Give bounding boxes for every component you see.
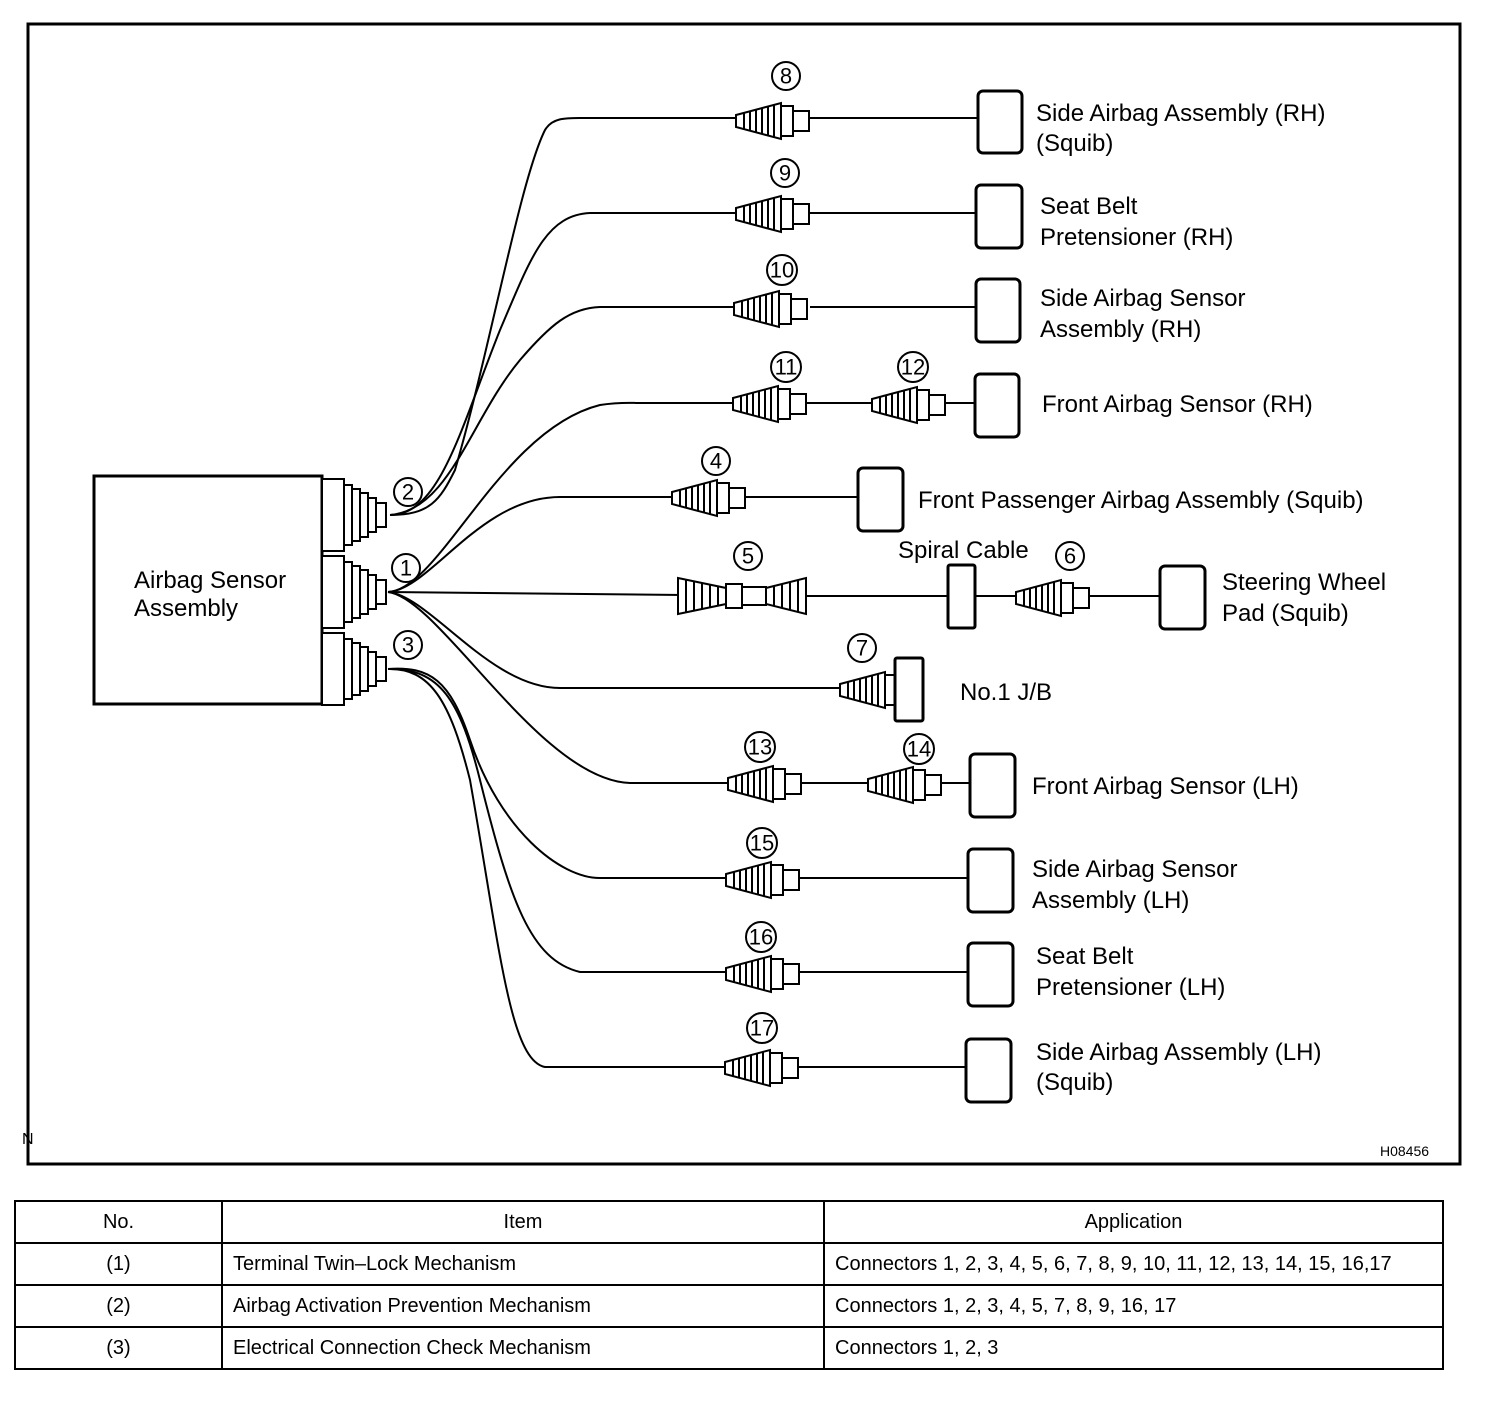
corner-mark: N (22, 1131, 34, 1148)
table-header-row: No. Item Application (14, 1200, 1444, 1244)
connector-label-6: 6 (1055, 541, 1085, 571)
junction-block-box (893, 656, 925, 723)
seat-belt-rh-label-1: Seat Belt (1040, 193, 1138, 220)
connector-label-17: 17 (746, 1012, 778, 1044)
side-sensor-rh-box (974, 277, 1022, 344)
svg-text:6: 6 (1064, 544, 1076, 569)
steering-wheel-label-2: Pad (Squib) (1222, 600, 1349, 627)
svg-text:14: 14 (907, 737, 931, 762)
seat-belt-lh-label-1: Seat Belt (1036, 943, 1134, 970)
row-no: (3) (14, 1326, 223, 1370)
header-application: Application (823, 1200, 1444, 1244)
connector-label-3: 3 (393, 630, 423, 660)
figure-id: H08456 (1380, 1143, 1429, 1159)
spiral-cable-label: Spiral Cable (898, 537, 1029, 564)
side-sensor-lh-label-2: Assembly (LH) (1032, 887, 1189, 914)
mechanism-table: No. Item Application (1) Terminal Twin–L… (14, 1200, 1444, 1370)
side-airbag-rh-box (976, 89, 1024, 155)
connector-label-1: 1 (391, 553, 421, 583)
steering-wheel-label-1: Steering Wheel (1222, 569, 1386, 596)
spiral-cable-box (946, 563, 977, 630)
airbag-sensor-assembly-box (92, 474, 324, 706)
wires (387, 117, 1160, 1068)
row-no: (2) (14, 1284, 223, 1328)
side-airbag-lh-box (964, 1037, 1013, 1104)
side-sensor-lh-label-1: Side Airbag Sensor (1032, 856, 1237, 883)
connector-label-2: 2 (393, 477, 423, 507)
connector-label-4: 4 (701, 446, 731, 476)
svg-text:10: 10 (770, 258, 794, 283)
connector-label-10: 10 (766, 254, 798, 286)
row-item: Terminal Twin–Lock Mechanism (221, 1242, 825, 1286)
svg-text:17: 17 (750, 1016, 774, 1041)
side-sensor-rh-label-1: Side Airbag Sensor (1040, 285, 1245, 312)
front-sensor-lh-box (968, 752, 1017, 819)
svg-text:11: 11 (775, 355, 798, 380)
passenger-airbag-label: Front Passenger Airbag Assembly (Squib) (918, 487, 1364, 514)
connector-label-5: 5 (733, 541, 763, 571)
side-airbag-rh-label-2: (Squib) (1036, 130, 1113, 157)
junction-block-label: No.1 J/B (960, 679, 1052, 706)
connector-5-symbol (677, 576, 807, 616)
component-labels: Side Airbag Assembly (RH) (Squib) Seat B… (898, 100, 1386, 1096)
side-airbag-rh-label-1: Side Airbag Assembly (RH) (1036, 100, 1325, 127)
passenger-airbag-box (856, 466, 905, 533)
front-sensor-rh-label: Front Airbag Sensor (RH) (1042, 391, 1313, 418)
side-sensor-lh-box (966, 847, 1015, 914)
connector-label-15: 15 (746, 827, 778, 859)
connector-label-12: 12 (897, 351, 929, 383)
row-no: (1) (14, 1242, 223, 1286)
row-item: Airbag Activation Prevention Mechanism (221, 1284, 825, 1328)
seat-belt-lh-label-2: Pretensioner (LH) (1036, 974, 1225, 1001)
main-unit-label-line1: Airbag Sensor (134, 567, 286, 594)
seat-belt-rh-label-2: Pretensioner (RH) (1040, 224, 1233, 251)
svg-text:12: 12 (901, 355, 925, 380)
svg-text:13: 13 (748, 735, 772, 760)
svg-text:4: 4 (710, 449, 722, 474)
header-item: Item (221, 1200, 825, 1244)
connector-number-labels: 2 1 3 8 9 10 11 12 4 5 6 7 13 14 15 16 1… (391, 61, 1085, 1044)
row-application: Connectors 1, 2, 3, 4, 5, 7, 8, 9, 16, 1… (823, 1284, 1444, 1328)
connector-label-7: 7 (847, 633, 877, 663)
table-row: (2) Airbag Activation Prevention Mechani… (14, 1284, 1444, 1328)
wiring-diagram: Airbag Sensor Assembly (22, 22, 1462, 1166)
svg-text:8: 8 (780, 64, 792, 89)
connector-label-8: 8 (771, 61, 801, 91)
connector-label-14: 14 (903, 733, 935, 765)
connector-label-16: 16 (745, 921, 777, 953)
main-unit-label-line2: Assembly (134, 595, 238, 622)
svg-text:2: 2 (402, 480, 414, 505)
seat-belt-rh-box (974, 183, 1024, 250)
front-sensor-rh-box (973, 372, 1021, 439)
row-item: Electrical Connection Check Mechanism (221, 1326, 825, 1370)
svg-text:16: 16 (749, 925, 773, 950)
header-no: No. (14, 1200, 223, 1244)
connector-label-11: 11 (770, 351, 802, 383)
row-application: Connectors 1, 2, 3, 4, 5, 6, 7, 8, 9, 10… (823, 1242, 1444, 1286)
side-airbag-lh-label-2: (Squib) (1036, 1069, 1113, 1096)
svg-text:1: 1 (400, 556, 412, 581)
side-sensor-rh-label-2: Assembly (RH) (1040, 316, 1201, 343)
row-application: Connectors 1, 2, 3 (823, 1326, 1444, 1370)
svg-text:7: 7 (856, 636, 868, 661)
table-row: (3) Electrical Connection Check Mechanis… (14, 1326, 1444, 1370)
connector-label-13: 13 (744, 731, 776, 763)
side-airbag-lh-label-1: Side Airbag Assembly (LH) (1036, 1039, 1321, 1066)
table-row: (1) Terminal Twin–Lock Mechanism Connect… (14, 1242, 1444, 1286)
steering-wheel-pad-box (1158, 564, 1207, 631)
svg-text:9: 9 (779, 161, 791, 186)
svg-text:3: 3 (402, 633, 414, 658)
front-sensor-lh-label: Front Airbag Sensor (LH) (1032, 773, 1299, 800)
svg-text:15: 15 (750, 831, 774, 856)
seat-belt-lh-box (966, 941, 1015, 1008)
connector-label-9: 9 (770, 158, 800, 188)
svg-text:5: 5 (742, 544, 754, 569)
